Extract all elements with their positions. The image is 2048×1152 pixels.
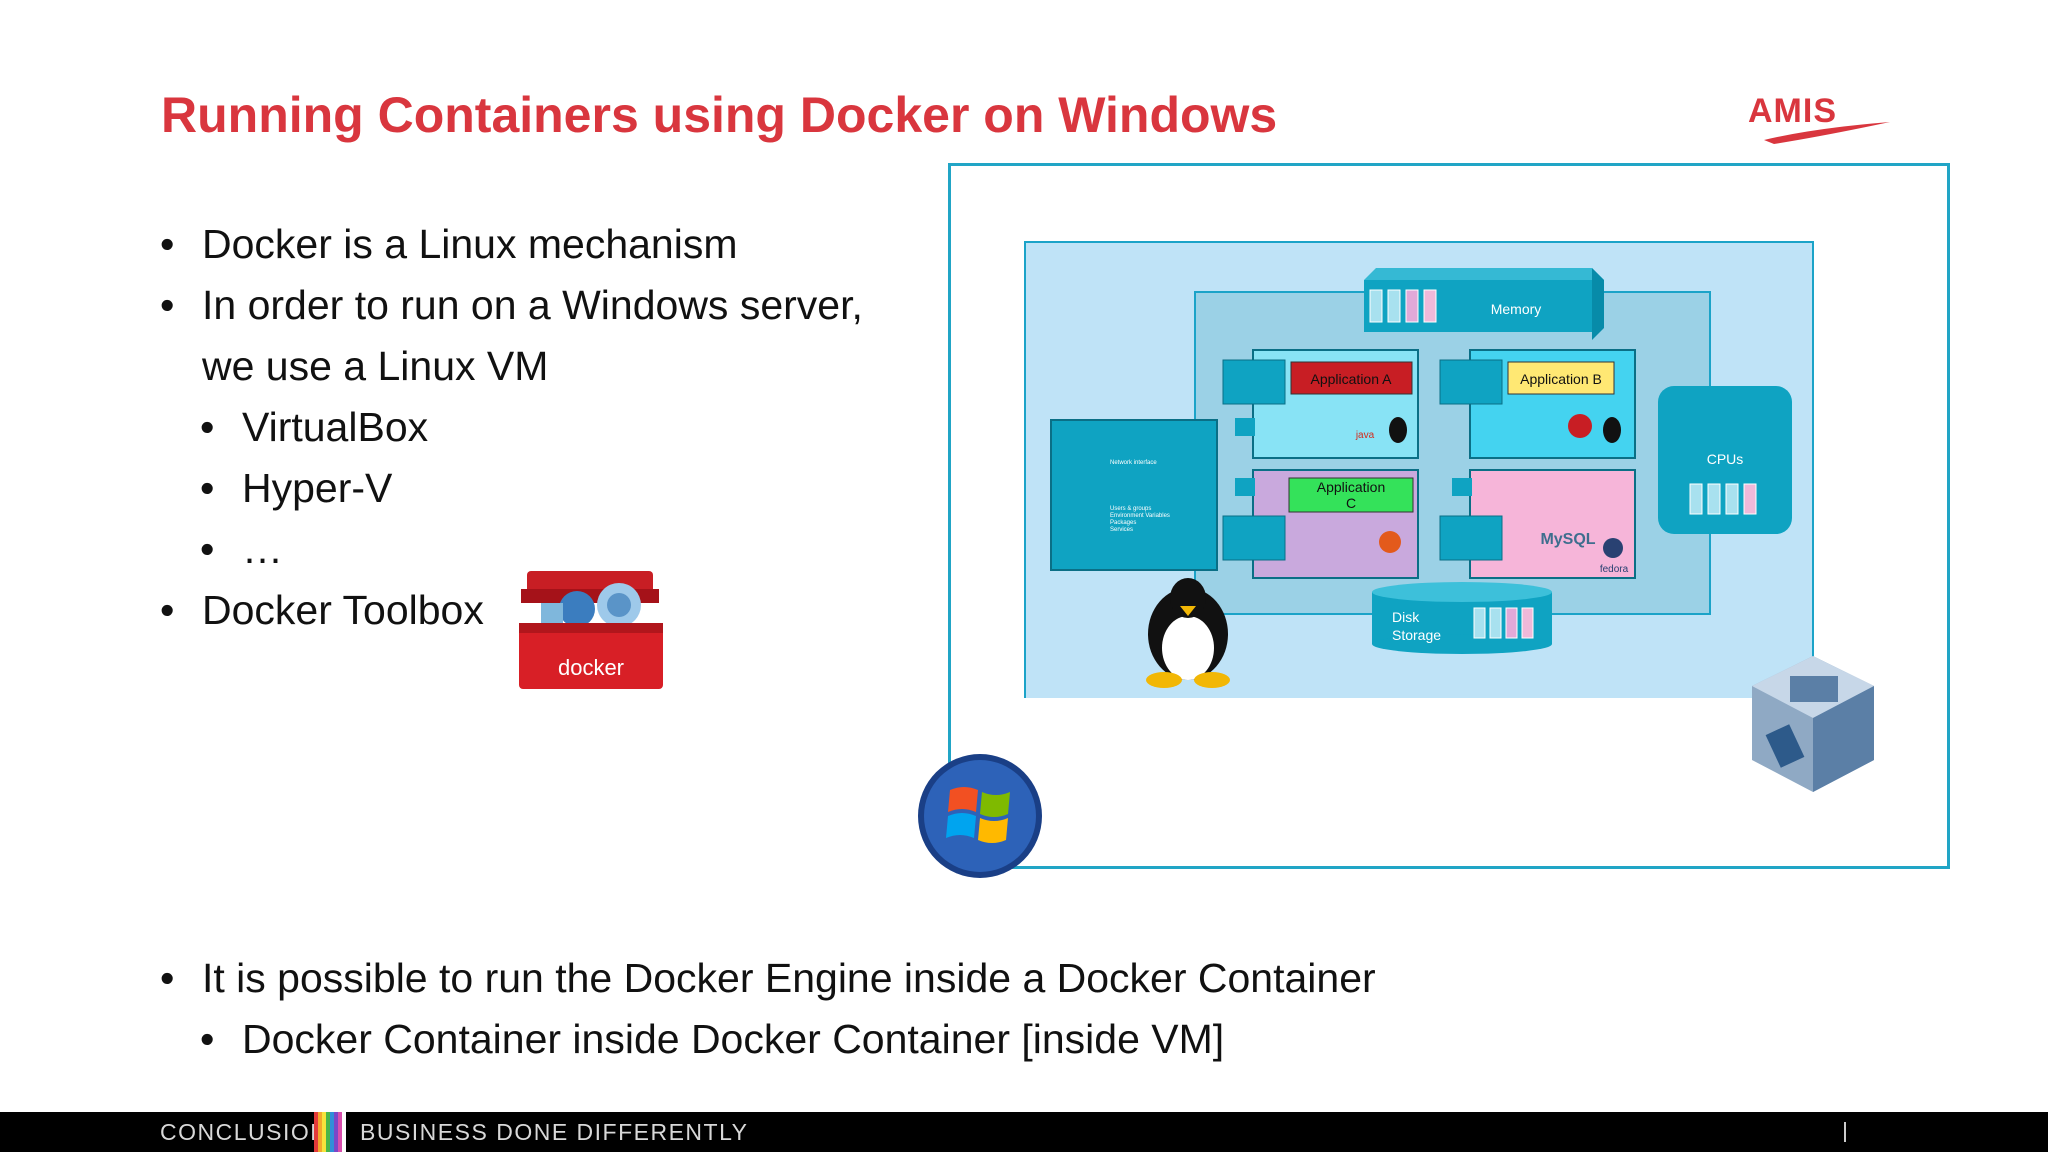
toolbox-label: docker xyxy=(558,655,624,680)
docker-toolbox-icon: docker xyxy=(519,571,663,689)
disk-label-line1: Disk xyxy=(1392,609,1420,625)
footer-section: CONCLUSION xyxy=(160,1119,329,1145)
bullet-item: It is possible to run the Docker Engine … xyxy=(160,948,1376,1009)
packages-label: Packages xyxy=(1110,520,1136,526)
mysql-label: MySQL xyxy=(1540,531,1595,548)
amis-logo: AMIS xyxy=(1744,92,1894,152)
bullet-list: Docker is a Linux mechanism In order to … xyxy=(160,214,920,641)
cpus-label: CPUs xyxy=(1707,451,1744,467)
bullet-item: In order to run on a Windows server, xyxy=(160,275,920,336)
sub-bullet-item: … xyxy=(200,519,920,580)
memory-label: Memory xyxy=(1491,301,1542,317)
footer-divider xyxy=(1844,1122,1846,1142)
architecture-diagram: Memory CPUs Network interface Users & gr… xyxy=(1024,241,1814,698)
java-label: java xyxy=(1355,430,1375,441)
container-app-c: Application C xyxy=(1222,469,1419,579)
amis-swoosh-icon xyxy=(1764,122,1890,144)
services-label: Services xyxy=(1110,527,1133,533)
bullet-item: Docker Toolbox xyxy=(160,580,920,641)
container-app-a: Application A java xyxy=(1222,349,1419,459)
virtualbox-logo-icon xyxy=(1752,656,1874,792)
disk-storage-block: Disk Storage xyxy=(1372,582,1552,654)
fedora-label: fedora xyxy=(1600,564,1629,575)
cpus-block: CPUs xyxy=(1658,386,1792,534)
bullet-item: Docker is a Linux mechanism xyxy=(160,214,920,275)
network-panel: Network interface Users & groups Environ… xyxy=(1050,419,1218,571)
users-label: Users & groups xyxy=(1110,506,1151,512)
sub-bullet-item: Docker Container inside Docker Container… xyxy=(200,1009,1376,1070)
amis-logo-text: AMIS xyxy=(1748,92,1837,130)
slide-title: Running Containers using Docker on Windo… xyxy=(161,87,1278,143)
tux-penguin-icon xyxy=(1146,578,1230,688)
container-app-d: MySQL fedora xyxy=(1439,469,1636,579)
app-a-label: Application A xyxy=(1311,371,1393,387)
bottom-bullet-list: It is possible to run the Docker Engine … xyxy=(160,948,1376,1070)
env-label: Environment Variables xyxy=(1110,513,1170,519)
container-app-b: Application B xyxy=(1439,349,1636,459)
footer-bar: CONCLUSION BUSINESS DONE DIFFERENTLY xyxy=(0,1112,2048,1152)
disk-label-line2: Storage xyxy=(1392,627,1441,643)
sub-bullet-item: VirtualBox xyxy=(200,397,920,458)
bullet-item-continuation: we use a Linux VM xyxy=(202,343,549,389)
app-c-label-line2: C xyxy=(1346,495,1356,511)
windows-logo-icon xyxy=(918,754,1042,878)
memory-block: Memory xyxy=(1364,268,1604,340)
network-label: Network interface xyxy=(1110,460,1157,466)
footer-color-stripes xyxy=(314,1112,346,1152)
footer-tagline: BUSINESS DONE DIFFERENTLY xyxy=(360,1119,749,1145)
app-c-label-line1: Application xyxy=(1317,479,1386,495)
sub-bullet-item: Hyper-V xyxy=(200,458,920,519)
app-b-label: Application B xyxy=(1520,371,1602,387)
